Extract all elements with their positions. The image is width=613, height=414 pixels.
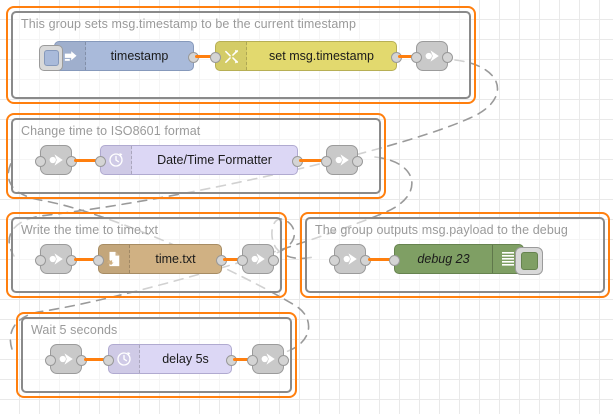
node-input-port[interactable] xyxy=(411,52,422,63)
node-link-out-3[interactable] xyxy=(237,244,279,274)
node-input-port[interactable] xyxy=(95,156,106,167)
link-out-icon xyxy=(335,154,349,166)
node-link-in-3[interactable] xyxy=(35,244,77,274)
group-label: Write the time to time.txt xyxy=(21,223,159,237)
node-label: timestamp xyxy=(110,49,169,63)
wire-linkin-to-file xyxy=(74,258,100,261)
group-label: Change time to ISO8601 format xyxy=(21,124,201,138)
clock-icon xyxy=(101,146,132,174)
node-input-port[interactable] xyxy=(321,156,332,167)
node-change-set-msg-timestamp[interactable]: set msg.timestamp xyxy=(210,41,402,71)
group-label: This group sets msg.timestamp to be the … xyxy=(21,17,356,31)
node-input-port[interactable] xyxy=(247,355,258,366)
node-input-port[interactable] xyxy=(389,255,400,266)
node-input-port[interactable] xyxy=(45,355,56,366)
node-input-port[interactable] xyxy=(35,255,46,266)
node-link-out-5[interactable] xyxy=(247,344,289,374)
node-debug-23[interactable]: debug 23 xyxy=(389,244,543,275)
node-input-port[interactable] xyxy=(210,52,221,63)
node-inject-timestamp[interactable]: timestamp xyxy=(39,41,199,71)
debug-enable-button[interactable] xyxy=(515,247,543,275)
wire-linkin-to-delay xyxy=(84,358,110,361)
group-the-group-outputs-msg-payload-to-the-debug[interactable]: The group outputs msg.payload to the deb… xyxy=(300,212,610,298)
file-write-icon xyxy=(99,245,130,273)
group-change-time-to-iso8601-format[interactable]: Change time to ISO8601 format Date/Time … xyxy=(6,113,386,199)
clock-icon xyxy=(109,345,140,373)
node-label: time.txt xyxy=(155,252,196,266)
node-file-time-txt[interactable]: time.txt xyxy=(93,244,227,274)
wire-datetime-to-link-out xyxy=(299,159,330,162)
node-label: set msg.timestamp xyxy=(269,49,374,63)
group-this-group-sets-msg-timestamp[interactable]: This group sets msg.timestamp to be the … xyxy=(6,6,476,104)
node-output-port[interactable] xyxy=(268,255,279,266)
inject-button-face xyxy=(43,50,59,66)
node-input-port[interactable] xyxy=(237,255,248,266)
node-link-out-2[interactable] xyxy=(321,145,363,175)
shuffle-icon xyxy=(216,42,247,70)
node-input-port[interactable] xyxy=(103,355,114,366)
wire-file-to-link-out xyxy=(223,258,247,261)
link-in-icon xyxy=(49,253,63,265)
link-in-icon xyxy=(343,253,357,265)
debug-button-face xyxy=(520,252,538,270)
node-input-port[interactable] xyxy=(329,255,340,266)
node-link-in-2[interactable] xyxy=(35,145,77,175)
wire-delay-to-link-out xyxy=(233,358,257,361)
node-link-in-4[interactable] xyxy=(329,244,371,274)
node-label: Date/Time Formatter xyxy=(157,153,272,167)
node-link-in-5[interactable] xyxy=(45,344,87,374)
link-out-icon xyxy=(425,50,439,62)
node-input-port[interactable] xyxy=(93,255,104,266)
wire-inject-to-change xyxy=(195,55,217,58)
wire-change-to-link-out xyxy=(398,55,420,58)
node-output-port[interactable] xyxy=(442,52,453,63)
link-out-icon xyxy=(261,353,275,365)
link-out-icon xyxy=(251,253,265,265)
debug-stripes-icon xyxy=(492,245,523,273)
node-link-out-1[interactable] xyxy=(411,41,453,71)
wire-linkin-to-debug xyxy=(368,258,396,261)
node-label: delay 5s xyxy=(162,352,209,366)
group-label: Wait 5 seconds xyxy=(31,323,118,337)
node-output-port[interactable] xyxy=(352,156,363,167)
node-input-port[interactable] xyxy=(35,156,46,167)
node-date-time-formatter[interactable]: Date/Time Formatter xyxy=(95,145,303,175)
node-delay-5s[interactable]: delay 5s xyxy=(103,344,237,374)
group-label: The group outputs msg.payload to the deb… xyxy=(315,223,568,237)
link-in-icon xyxy=(49,154,63,166)
node-label: debug 23 xyxy=(417,252,470,266)
wire-linkin-to-datetime xyxy=(74,159,102,162)
inject-trigger-button[interactable] xyxy=(39,45,63,71)
group-write-the-time-to-time-txt[interactable]: Write the time to time.txt time.txt xyxy=(6,212,287,298)
link-in-icon xyxy=(59,353,73,365)
node-output-port[interactable] xyxy=(278,355,289,366)
group-wait-5-seconds[interactable]: Wait 5 seconds delay 5s xyxy=(16,312,297,398)
